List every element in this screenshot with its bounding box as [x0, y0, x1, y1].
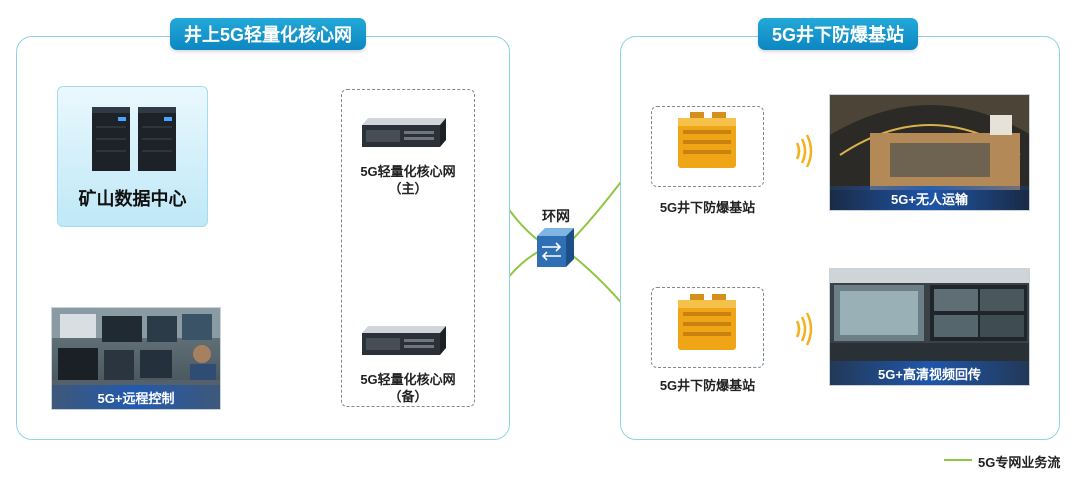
base-station-bottom-box[interactable]	[651, 287, 764, 368]
surface-core-panel-title: 井上5G轻量化核心网	[170, 18, 367, 50]
core-backup-label-2: （备）	[388, 389, 428, 404]
hd-video-photo[interactable]: 5G+高清视频回传	[829, 268, 1030, 386]
data-center-label: 矿山数据中心	[78, 189, 187, 209]
remote-control-caption: 5G+远程控制	[52, 385, 220, 409]
remote-control-photo[interactable]: 5G+远程控制	[51, 307, 221, 410]
base-station-bottom-label: 5G井下防爆基站	[659, 378, 756, 393]
legend-label: 5G专网业务流	[978, 455, 1061, 470]
core-main-label-2: （主）	[388, 181, 428, 196]
core-network-group	[341, 89, 475, 407]
server-rack-icon	[92, 107, 176, 171]
base-station-top-box[interactable]	[651, 106, 764, 187]
ring-network-label: 环网	[542, 208, 570, 224]
unmanned-transport-caption: 5G+无人运输	[830, 186, 1029, 210]
core-backup-label-1: 5G轻量化核心网	[360, 372, 456, 387]
base-station-top-label: 5G井下防爆基站	[659, 200, 756, 215]
data-center-box[interactable]: 矿山数据中心	[57, 86, 208, 227]
core-main-label-1: 5G轻量化核心网	[360, 164, 456, 179]
underground-panel-title: 5G井下防爆基站	[758, 18, 919, 50]
unmanned-transport-photo[interactable]: 5G+无人运输	[829, 94, 1030, 211]
hd-video-caption: 5G+高清视频回传	[830, 361, 1029, 385]
